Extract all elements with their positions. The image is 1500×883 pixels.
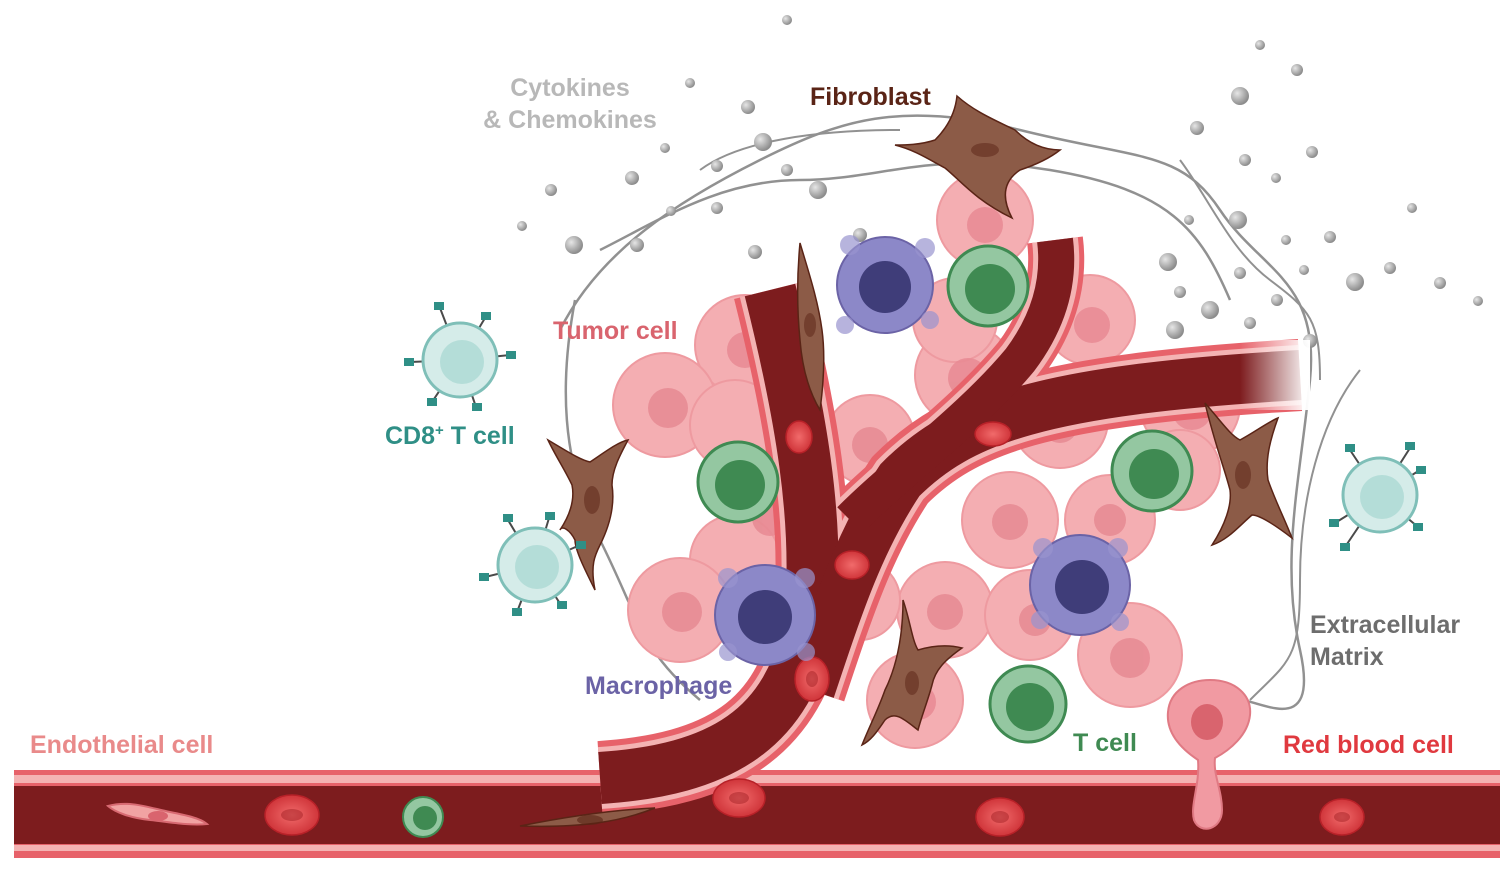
label-fibroblast: Fibroblast (810, 83, 931, 111)
label-extracellular-matrix: Extracellular Matrix (1310, 609, 1460, 673)
fibroblast-in-vessel (519, 807, 656, 828)
cytokine-particles (517, 15, 1483, 348)
label-cytokines-chemokines: Cytokines & Chemokines (470, 72, 670, 136)
label-tumor-cell: Tumor cell (553, 317, 678, 345)
label-red-blood-cell: Red blood cell (1283, 731, 1454, 759)
endothelial-cell (105, 802, 210, 826)
macrophages (714, 235, 1131, 666)
label-cytokines-line2: & Chemokines (483, 106, 657, 134)
t-cell-in-vessel (402, 796, 444, 838)
red-blood-cells (264, 420, 1365, 837)
label-t-cell: T cell (1073, 729, 1137, 757)
label-cd8-prefix: CD8 (385, 422, 436, 450)
t-cells (696, 244, 1194, 744)
label-cd8-suffix: T cell (443, 422, 515, 450)
label-endothelial-cell: Endothelial cell (30, 731, 214, 759)
label-ecm-line1: Extracellular (1310, 611, 1461, 639)
label-macrophage: Macrophage (585, 672, 733, 700)
label-cd8-t-cell: CD8+ T cell (385, 420, 515, 452)
label-ecm-line2: Matrix (1310, 643, 1384, 671)
label-cd8-superscript: + (435, 422, 444, 439)
extracellular-matrix (558, 114, 1361, 710)
extravasating-tumor-cell (1166, 678, 1252, 830)
cd8-t-cells (404, 302, 1426, 616)
label-cytokines-line1: Cytokines (510, 74, 630, 102)
